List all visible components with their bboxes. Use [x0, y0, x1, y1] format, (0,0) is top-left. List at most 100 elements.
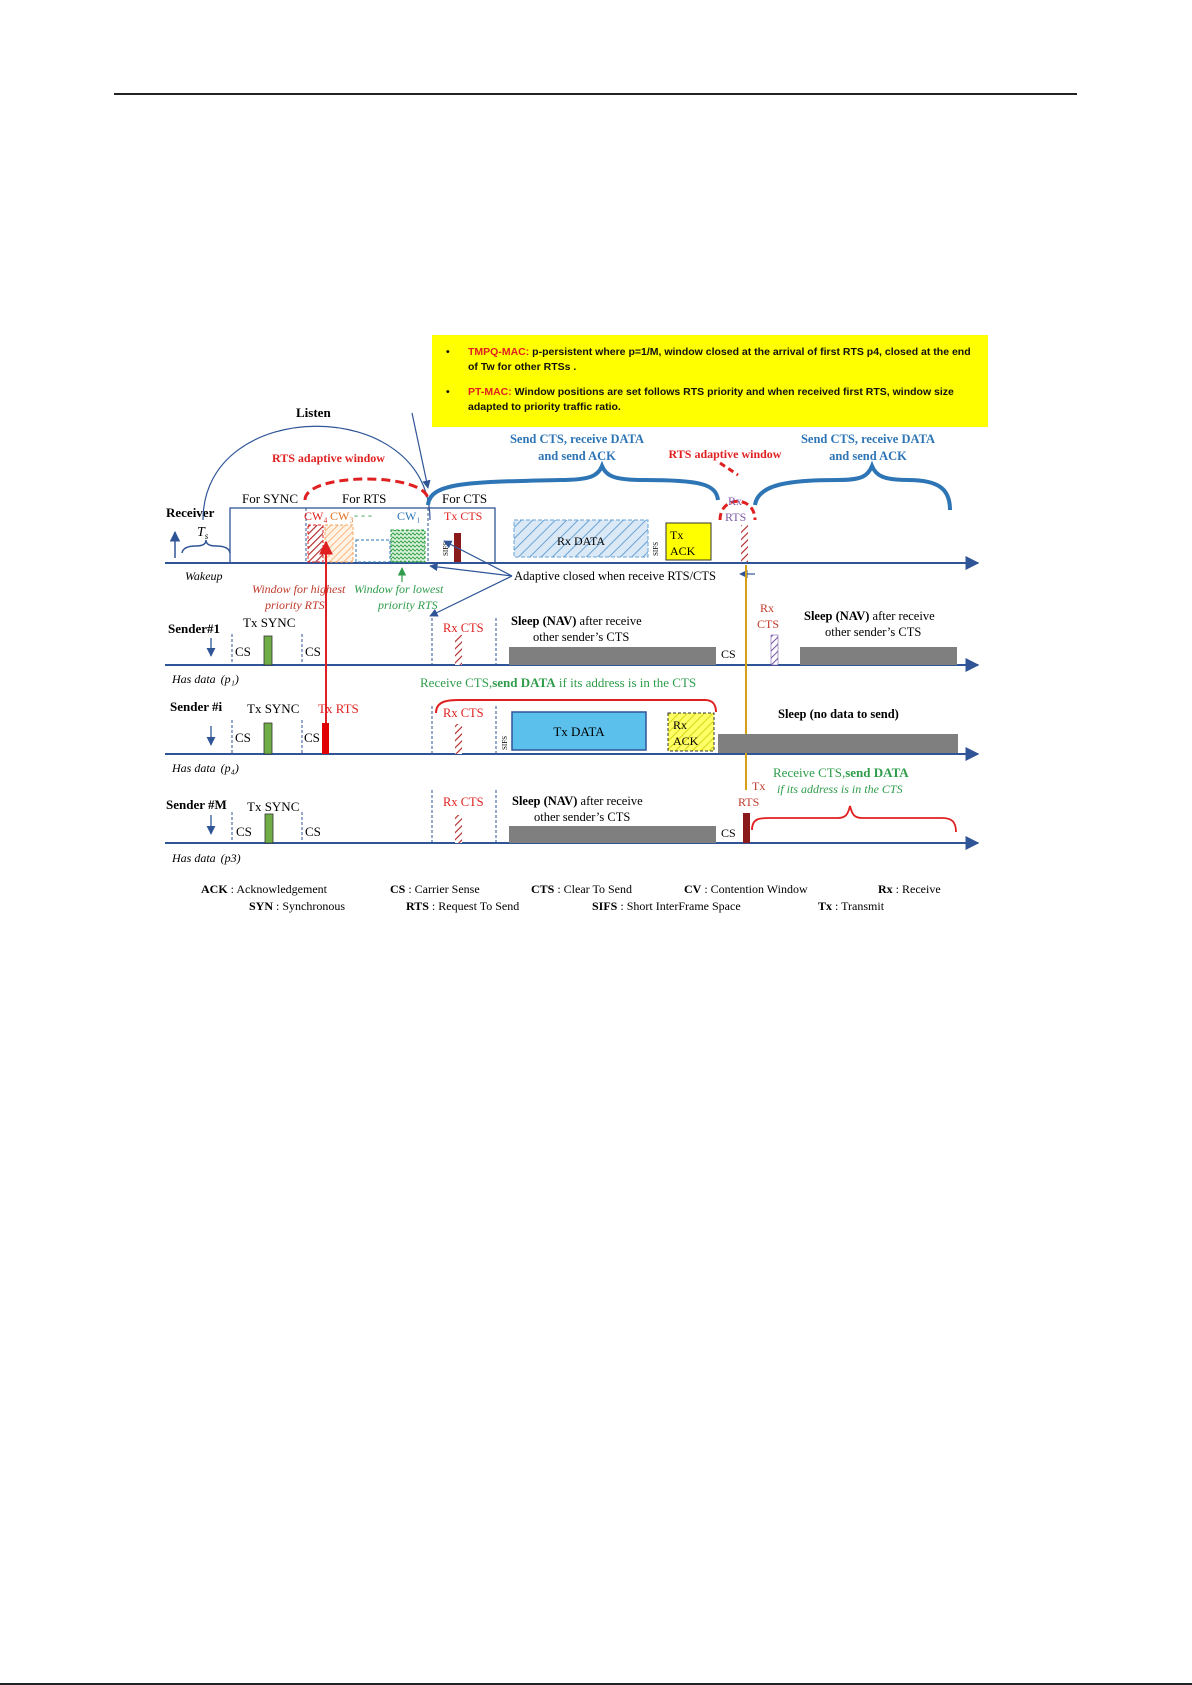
sender1-rx-cts2-block [770, 634, 779, 666]
senderi-label: Sender #i [170, 699, 223, 714]
legend-ack: ACK : Acknowledgement [201, 882, 328, 896]
senderi-tx-sync-block [263, 722, 273, 755]
sender1-tx-sync-block [263, 635, 273, 666]
senderi-row: Sender #i Has data(p₄) Tx SYNC Tx RTS CS… [170, 675, 958, 775]
legend-rx: Rx : Receive [878, 882, 941, 896]
senderi-sleep-label: Sleep (no data to send) [778, 707, 899, 721]
window-lowest-label-1: Window for lowest [354, 582, 444, 596]
window-highest-label-1: Window for highest [252, 582, 346, 596]
senderM-row: Sender #M Has data(p3) Tx SYNC CS CS Rx … [166, 765, 957, 865]
sender1-rx-cts2-label-2: CTS [757, 617, 779, 631]
senderi-tx-data-label: Tx DATA [553, 724, 605, 739]
senderi-receive-cts-label: Receive CTS,send DATA if its address is … [420, 675, 696, 690]
cw2-window [355, 539, 391, 563]
rts-adaptive-window-label-2: RTS adaptive window [669, 447, 782, 461]
senderM-tx-rts-block [743, 813, 750, 843]
senderi-tx-sync-label: Tx SYNC [247, 701, 299, 716]
legend-rts: RTS : Request To Send [406, 899, 519, 913]
cw4-window [307, 524, 324, 563]
sender1-rx-cts-block [455, 635, 462, 665]
senderM-cs-label-2: CS [305, 824, 321, 839]
send-cts-label-1b: and send ACK [538, 449, 616, 463]
sender1-has-data: Has data(p₁) [171, 672, 239, 686]
sender1-sleep-label-2: other sender’s CTS [533, 630, 629, 644]
rx-data-label: Rx DATA [557, 534, 605, 548]
legend-cs: CS : Carrier Sense [390, 882, 480, 896]
callout-pointer-arrow [411, 412, 431, 489]
senderi-rx-cts-block [455, 724, 462, 754]
sender1-row: Sender#1 Has data(p₁) Tx SYNC CS CS Rx C… [168, 601, 957, 686]
window-lowest-label-2: priority RTS [377, 598, 438, 612]
sifs-label-2: SIFS [652, 542, 660, 556]
senderM-tx-rts-label-1: Tx [752, 779, 765, 793]
bullet: • [446, 386, 450, 398]
sender1-sleep-label-3: Sleep (NAV) after receive [804, 609, 935, 623]
ptmac-text: Window positions are set follows RTS pri… [468, 386, 954, 413]
senderM-has-data: Has data(p3) [171, 851, 241, 865]
senderi-rx-ack-block [667, 712, 715, 752]
senderi-tx-rts-label: Tx RTS [318, 701, 359, 716]
senderi-bracket [435, 699, 717, 714]
senderM-rx-cts-block [455, 815, 462, 843]
legend-syn: SYN : Synchronous [249, 899, 345, 913]
senderi-tx-rts-block [322, 723, 329, 754]
sender1-cs-label-2: CS [305, 644, 321, 659]
cw3-label: CW₃ [330, 509, 354, 523]
sender1-cs-label-3: CS [721, 647, 736, 661]
rts-adaptive-arc [303, 477, 430, 501]
cw1-window [390, 529, 426, 563]
sifs-label: SIFS [442, 542, 450, 556]
send-cts-brace-1 [426, 460, 720, 506]
bullet: • [446, 346, 450, 358]
send-cts-label-2b: and send ACK [829, 449, 907, 463]
senderM-receive-cts-label-2: if its address is in the CTS [777, 782, 903, 796]
senderM-sleep-block [509, 826, 716, 843]
sender1-tx-sync-label: Tx SYNC [243, 615, 295, 630]
protocol-callout-box: • TMPQ-MAC: p-persistent where p=1/M, wi… [432, 335, 988, 427]
cw4-label: CW₄ [304, 509, 328, 523]
abbreviation-legend: ACK : Acknowledgement CS : Carrier Sense… [201, 882, 941, 913]
sender1-sleep-label-4: other sender’s CTS [825, 625, 921, 639]
cw-dots-label: - - - [354, 508, 372, 522]
senderi-cs-label: CS [235, 730, 251, 745]
rx-rts-block [741, 525, 748, 562]
ptmac-label: PT-MAC: [468, 386, 512, 398]
for-rts-label: For RTS [342, 491, 386, 506]
for-sync-label: For SYNC [242, 491, 298, 506]
senderi-rx-cts-label: Rx CTS [443, 706, 484, 720]
senderM-tx-sync-label: Tx SYNC [247, 799, 299, 814]
wakeup-label: Wakeup [185, 569, 223, 583]
sender1-cs-label: CS [235, 644, 251, 659]
sender1-sleep-block-2 [800, 647, 957, 665]
sender1-rx-cts2-label-1: Rx [760, 601, 774, 615]
legend-tx: Tx : Transmit [818, 899, 885, 913]
listen-label: Listen [296, 405, 331, 420]
senderM-sleep-label: Sleep (NAV) after receive [512, 794, 643, 808]
senderM-cs-label-3: CS [721, 826, 736, 840]
sender1-label: Sender#1 [168, 621, 220, 636]
senderM-receive-cts-label: Receive CTS,send DATA [773, 765, 909, 780]
sender1-sleep-block [509, 647, 716, 665]
tx-ack-label-1: Tx [670, 528, 683, 542]
cw1-label: CW₁ [397, 509, 421, 523]
senderM-cs-label: CS [236, 824, 252, 839]
senderM-rx-cts-label: Rx CTS [443, 795, 484, 809]
listen-arc [202, 425, 431, 521]
receiver-listen-box [229, 507, 496, 564]
legend-sifs: SIFS : Short InterFrame Space [592, 899, 741, 913]
senderM-bracket [751, 805, 957, 833]
senderM-tx-rts-label-2: RTS [738, 795, 759, 809]
window-highest-label-2: priority RTS [264, 598, 325, 612]
receiver-label: Receiver [166, 505, 215, 520]
rts-adaptive-window-label: RTS adaptive window [272, 451, 385, 465]
tx-ack-label-2: ACK [670, 544, 696, 558]
legend-cv: CV : Contention Window [684, 882, 808, 896]
ts-brace [181, 539, 231, 554]
callout-item-tmpq: • TMPQ-MAC: p-persistent where p=1/M, wi… [446, 345, 976, 375]
senderM-label: Sender #M [166, 797, 227, 812]
senderM-tx-sync-block [264, 813, 274, 844]
senderM-sleep-label-2: other sender’s CTS [534, 810, 630, 824]
senderi-cs-label-2: CS [304, 730, 320, 745]
send-cts-label-1a: Send CTS, receive DATA [510, 432, 644, 446]
sender1-sleep-label: Sleep (NAV) after receive [511, 614, 642, 628]
